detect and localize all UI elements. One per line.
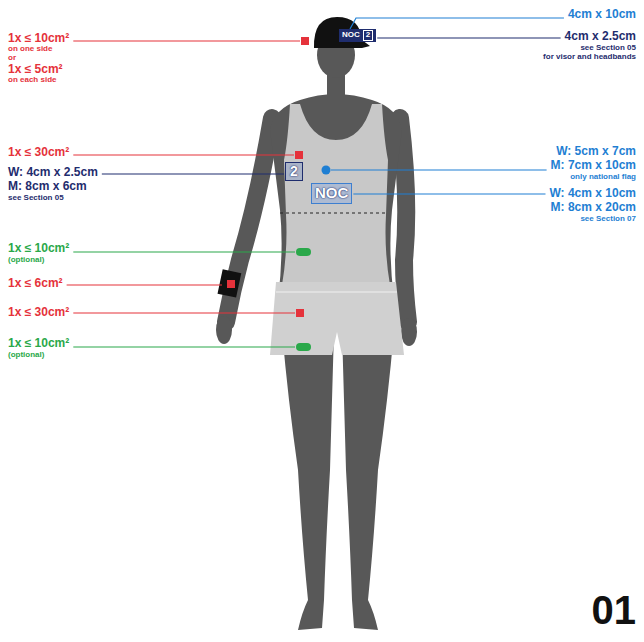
dimension: W: 4cm x 2.5cm (8, 166, 98, 179)
area-limit: 1x ≤ 30cm² (8, 146, 69, 159)
leader-line (73, 154, 294, 155)
area-limit: 1x ≤ 6cm² (8, 277, 63, 290)
leader-line (350, 18, 564, 29)
area-limit: 1x ≤ 10cm² (8, 337, 69, 350)
leader-line (73, 346, 295, 347)
leader-line (331, 169, 547, 170)
node-text: NOC (315, 184, 348, 201)
right-leg (342, 330, 394, 630)
node-text: 2 (290, 163, 298, 179)
leader-line (67, 284, 222, 285)
dimension: W: 4cm x 10cm (550, 187, 637, 200)
leader-line (73, 40, 300, 41)
torso (270, 94, 402, 300)
wristband (218, 269, 242, 297)
area-limit: 1x ≤ 10cm² (8, 32, 69, 45)
cap-number-box: 2 (363, 30, 373, 41)
note: see Section 05 (8, 194, 64, 203)
left-hand (216, 316, 232, 344)
red-marker (301, 37, 309, 45)
leader-line (102, 173, 284, 174)
leader-line (377, 37, 560, 38)
page-number: 01 (592, 588, 637, 632)
dimension: M: 8cm x 20cm (551, 201, 636, 214)
cap-badge: NOC 2 (339, 29, 376, 42)
dimension: M: 7cm x 10cm (551, 159, 636, 172)
left-leg (282, 330, 334, 630)
leader-line (353, 193, 545, 194)
area-limit: 1x ≤ 10cm² (8, 242, 69, 255)
note: only national flag (570, 173, 636, 182)
node-text: NOC (342, 31, 360, 40)
dimension: 4cm x 10cm (568, 8, 636, 21)
waistband (276, 291, 397, 293)
shorts (270, 282, 404, 355)
leader-line (73, 251, 295, 252)
right-arm (400, 118, 408, 322)
red-marker (295, 151, 303, 159)
dimension: M: 8cm x 6cm (8, 180, 87, 193)
chest-number-box: 2 (285, 162, 303, 181)
area-limit: 1x ≤ 5cm² (8, 63, 63, 76)
note: on one side (8, 45, 52, 54)
chest-noc-box: NOC (311, 183, 352, 204)
node-text: 2 (366, 30, 370, 39)
note: for visor and headbands (543, 53, 636, 62)
red-marker (296, 309, 304, 317)
note: on each side (8, 76, 56, 85)
note: or (8, 54, 16, 63)
blue-dot (322, 166, 331, 175)
leader-line (73, 312, 295, 313)
green-marker (296, 343, 311, 351)
red-marker (227, 280, 235, 288)
right-hand (401, 318, 417, 346)
note: see Section 07 (580, 215, 636, 224)
dimension: 4cm x 2.5cm (565, 30, 636, 43)
green-marker (296, 248, 311, 256)
note: (optional) (8, 351, 44, 360)
dashed-line (280, 213, 386, 214)
note: see Section 05 (580, 44, 636, 53)
area-limit: 1x ≤ 30cm² (8, 306, 69, 319)
dimension: W: 5cm x 7cm (556, 145, 636, 158)
note: (optional) (8, 256, 44, 265)
